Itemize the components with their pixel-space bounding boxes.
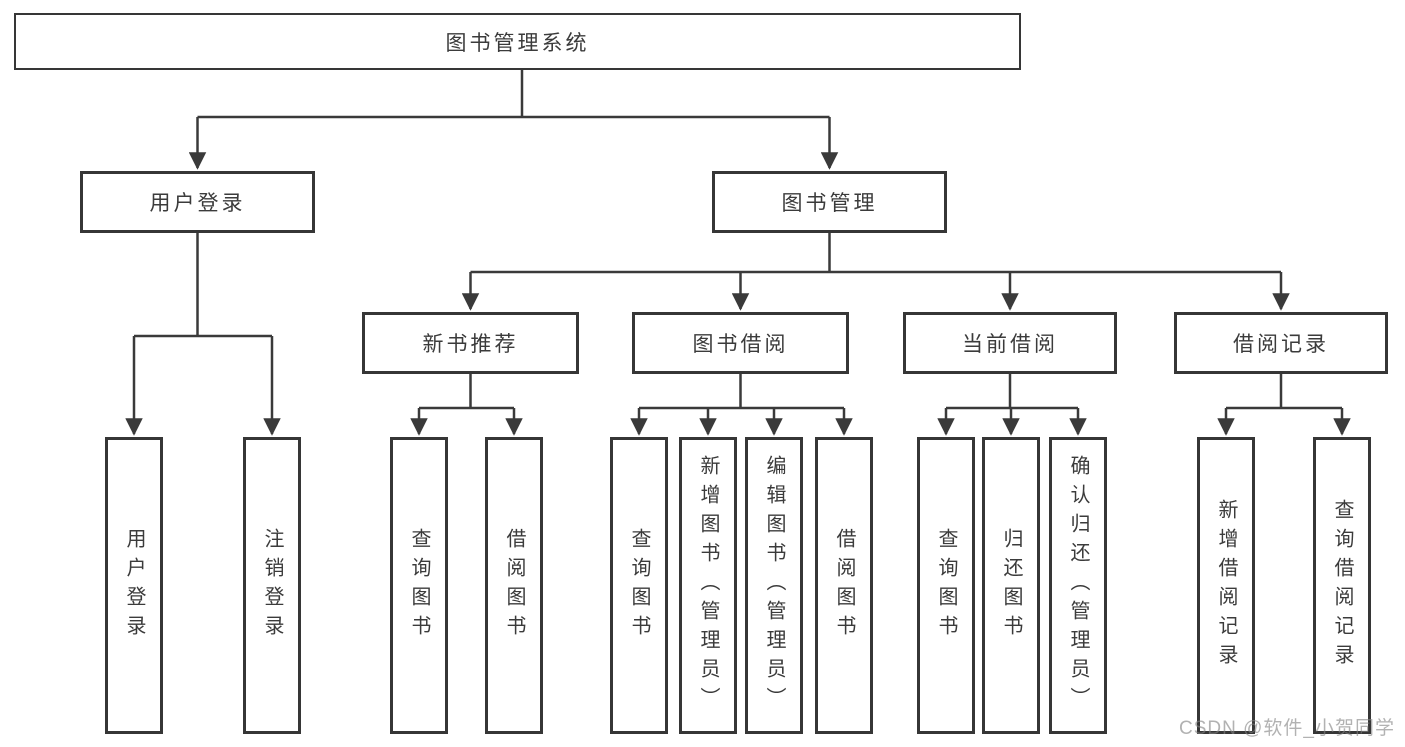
node-book-borrowing: 图书借阅 — [632, 312, 849, 374]
leaf-search-borrow-record: 查询借阅记录 — [1313, 437, 1371, 734]
node-library-management-system: 图书管理系统 — [14, 13, 1021, 70]
node-label: 当前借阅 — [962, 333, 1058, 356]
leaf-borrow-books-recommend: 借阅图书 — [485, 437, 543, 734]
node-label: 图书管理系统 — [445, 31, 590, 55]
connector-book-management-split — [470, 233, 1281, 274]
node-label: 图书借阅 — [692, 333, 789, 356]
watermark-text: CSDN @软件_小贺同学 — [1179, 718, 1395, 739]
leaf-search-books-recommend: 查询图书 — [390, 437, 448, 734]
node-borrowing-records: 借阅记录 — [1174, 312, 1388, 374]
leaf-borrow-books: 借阅图书 — [815, 437, 873, 734]
node-label: 图书管理 — [781, 192, 878, 215]
node-label: 新书推荐 — [422, 333, 519, 356]
node-label: 用户登录 — [149, 192, 246, 215]
connector-new-book-split — [419, 374, 514, 410]
connector-book-borrowing-split — [639, 374, 844, 410]
connector-root-split — [197, 70, 830, 119]
leaf-search-books-current: 查询图书 — [917, 437, 975, 734]
connector-current-borrowing-split — [946, 374, 1078, 410]
leaf-user-login: 用户登录 — [105, 437, 163, 734]
leaf-add-borrow-record: 新增借阅记录 — [1197, 437, 1255, 734]
node-current-borrowing: 当前借阅 — [903, 312, 1117, 374]
node-user-login: 用户登录 — [80, 171, 315, 233]
leaf-add-books-admin: 新增图书（管理员） — [679, 437, 737, 734]
leaf-return-books: 归还图书 — [982, 437, 1040, 734]
leaf-search-books-borrowing: 查询图书 — [610, 437, 668, 734]
leaf-edit-books-admin: 编辑图书（管理员） — [745, 437, 803, 734]
leaf-logout-login: 注销登录 — [243, 437, 301, 734]
node-label: 借阅记录 — [1233, 333, 1329, 356]
connector-user-login-split — [134, 233, 272, 338]
node-book-management: 图书管理 — [712, 171, 947, 233]
node-new-book-recommendation: 新书推荐 — [362, 312, 579, 374]
connector-borrow-records-split — [1226, 374, 1342, 410]
leaf-confirm-return-admin: 确认归还（管理员） — [1049, 437, 1107, 734]
